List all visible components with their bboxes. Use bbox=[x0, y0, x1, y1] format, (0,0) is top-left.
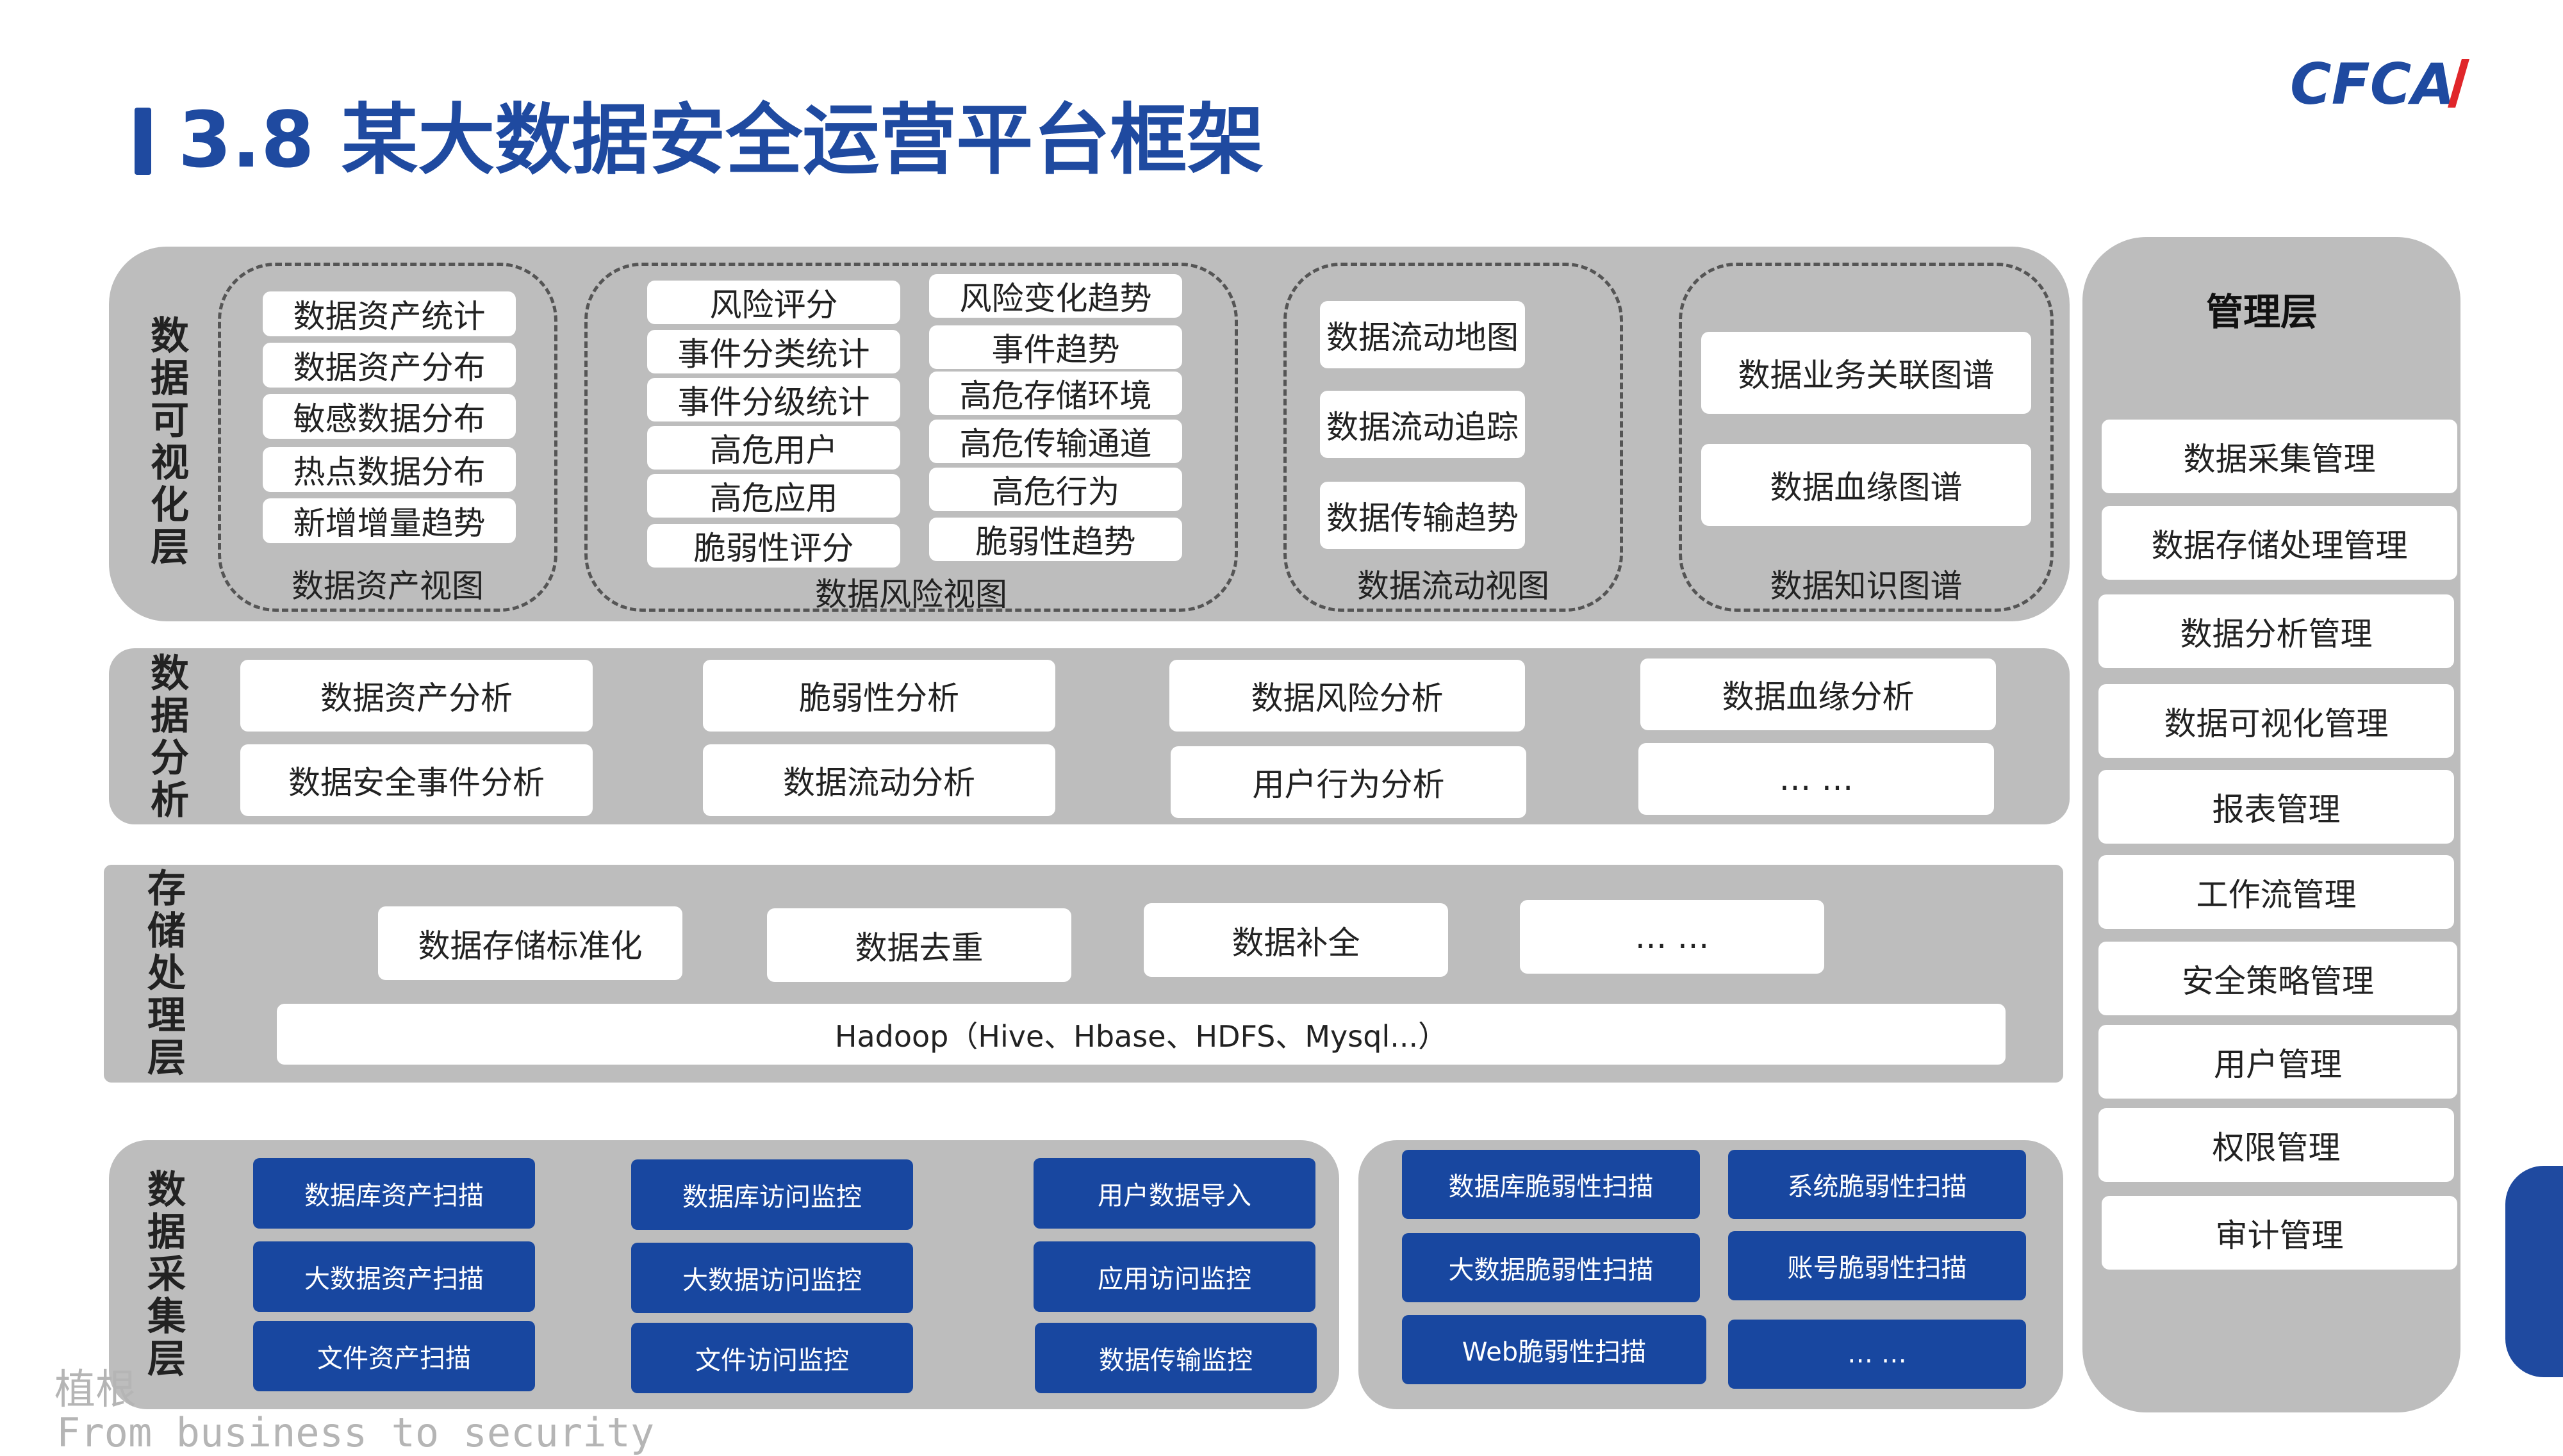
title-accent-bar bbox=[135, 108, 151, 175]
management-item: 数据采集管理 bbox=[2102, 420, 2457, 493]
analysis-layer-label: 数据分析 bbox=[151, 651, 189, 823]
asset-view-item: 数据资产分布 bbox=[263, 343, 516, 388]
knowledge-view-caption: 数据知识图谱 bbox=[1770, 568, 1963, 605]
flow-view-item: 数据流动地图 bbox=[1320, 301, 1525, 368]
page-title: 3.8 某大数据安全运营平台框架 bbox=[178, 96, 1264, 185]
risk-view-item: 脆弱性趋势 bbox=[929, 518, 1182, 561]
collection-item: 用户数据导入 bbox=[1034, 1158, 1315, 1229]
watermark-line2: From business to security bbox=[56, 1409, 655, 1456]
collection-item: 大数据资产扫描 bbox=[253, 1241, 535, 1312]
collection-item: Web脆弱性扫描 bbox=[1402, 1315, 1706, 1384]
collection-item: 数据库脆弱性扫描 bbox=[1402, 1150, 1700, 1219]
risk-view-item: 风险变化趋势 bbox=[929, 274, 1182, 318]
flow-view-group bbox=[1283, 263, 1623, 612]
risk-view-item: 高危用户 bbox=[647, 426, 900, 470]
collection-item: 数据传输监控 bbox=[1035, 1323, 1317, 1393]
asset-view-item: 热点数据分布 bbox=[263, 447, 516, 492]
collection-item: 账号脆弱性扫描 bbox=[1728, 1231, 2026, 1300]
storage-item: … … bbox=[1520, 900, 1824, 974]
risk-view-item: 事件分级统计 bbox=[647, 378, 900, 421]
analysis-item: 用户行为分析 bbox=[1171, 746, 1526, 818]
analysis-item: 脆弱性分析 bbox=[703, 660, 1055, 732]
asset-view-item: 敏感数据分布 bbox=[263, 394, 516, 439]
asset-view-group bbox=[218, 263, 557, 612]
collection-item: 数据库资产扫描 bbox=[253, 1158, 535, 1229]
risk-view-group bbox=[584, 263, 1238, 612]
management-item: 报表管理 bbox=[2098, 770, 2454, 844]
asset-view-item: 新增增量趋势 bbox=[263, 498, 516, 543]
collection-item: 大数据访问监控 bbox=[631, 1243, 913, 1313]
knowledge-view-item: 数据血缘图谱 bbox=[1701, 444, 2031, 526]
risk-view-item: 事件分类统计 bbox=[647, 330, 900, 373]
collection-item: 大数据脆弱性扫描 bbox=[1402, 1233, 1700, 1302]
asset-view-item: 数据资产统计 bbox=[263, 291, 516, 336]
storage-layer-label: 存储处理层 bbox=[147, 867, 186, 1081]
collection-item: 应用访问监控 bbox=[1034, 1241, 1315, 1312]
management-item: 工作流管理 bbox=[2098, 855, 2454, 929]
svg-text:CFCA: CFCA bbox=[2290, 51, 2455, 115]
knowledge-view-item: 数据业务关联图谱 bbox=[1701, 332, 2031, 414]
risk-view-item: 高危传输通道 bbox=[929, 420, 1182, 463]
risk-view-caption: 数据风险视图 bbox=[815, 576, 1007, 613]
analysis-item: 数据血缘分析 bbox=[1640, 658, 1996, 730]
risk-view-item: 风险评分 bbox=[647, 281, 900, 324]
analysis-item: 数据安全事件分析 bbox=[240, 744, 593, 816]
knowledge-view-group bbox=[1679, 263, 2054, 612]
collection-item: 数据库访问监控 bbox=[631, 1159, 913, 1230]
hadoop-bar: Hadoop（Hive、Hbase、HDFS、Mysql...） bbox=[277, 1004, 2006, 1065]
storage-item: 数据去重 bbox=[767, 908, 1071, 982]
flow-view-caption: 数据流动视图 bbox=[1357, 568, 1549, 605]
management-item: 安全策略管理 bbox=[2098, 942, 2457, 1015]
management-item: 审计管理 bbox=[2102, 1196, 2457, 1270]
management-item: 数据分析管理 bbox=[2098, 594, 2454, 668]
storage-item: 数据存储标准化 bbox=[378, 906, 682, 980]
management-item: 权限管理 bbox=[2098, 1108, 2454, 1182]
management-layer-title: 管理层 bbox=[2205, 290, 2318, 334]
management-item: 数据可视化管理 bbox=[2098, 684, 2454, 758]
visualization-layer-label: 数据可视化层 bbox=[151, 314, 189, 570]
analysis-item: 数据资产分析 bbox=[240, 660, 593, 732]
risk-view-item: 高危应用 bbox=[647, 474, 900, 518]
collection-layer-label: 数据采集层 bbox=[147, 1168, 186, 1382]
risk-view-item: 高危存储环境 bbox=[929, 372, 1182, 415]
management-item: 数据存储处理管理 bbox=[2102, 506, 2457, 580]
cfca-logo: CFCA bbox=[2290, 51, 2469, 115]
collection-item: 文件资产扫描 bbox=[253, 1321, 535, 1391]
collection-item: 文件访问监控 bbox=[631, 1323, 913, 1393]
risk-view-item: 脆弱性评分 bbox=[647, 524, 900, 568]
risk-view-item: 高危行为 bbox=[929, 468, 1182, 511]
flow-view-item: 数据传输趋势 bbox=[1320, 482, 1525, 549]
flow-view-item: 数据流动追踪 bbox=[1320, 391, 1525, 458]
watermark-line1: 植根 bbox=[54, 1366, 136, 1414]
asset-view-caption: 数据资产视图 bbox=[292, 568, 484, 605]
analysis-item: 数据风险分析 bbox=[1169, 660, 1525, 732]
collection-item: … … bbox=[1728, 1320, 2026, 1389]
analysis-item: … … bbox=[1638, 743, 1994, 815]
management-item: 用户管理 bbox=[2098, 1025, 2457, 1099]
corner-decoration bbox=[2505, 1166, 2563, 1377]
analysis-item: 数据流动分析 bbox=[703, 744, 1055, 816]
collection-item: 系统脆弱性扫描 bbox=[1728, 1150, 2026, 1219]
storage-item: 数据补全 bbox=[1144, 903, 1448, 977]
risk-view-item: 事件趋势 bbox=[929, 325, 1182, 369]
